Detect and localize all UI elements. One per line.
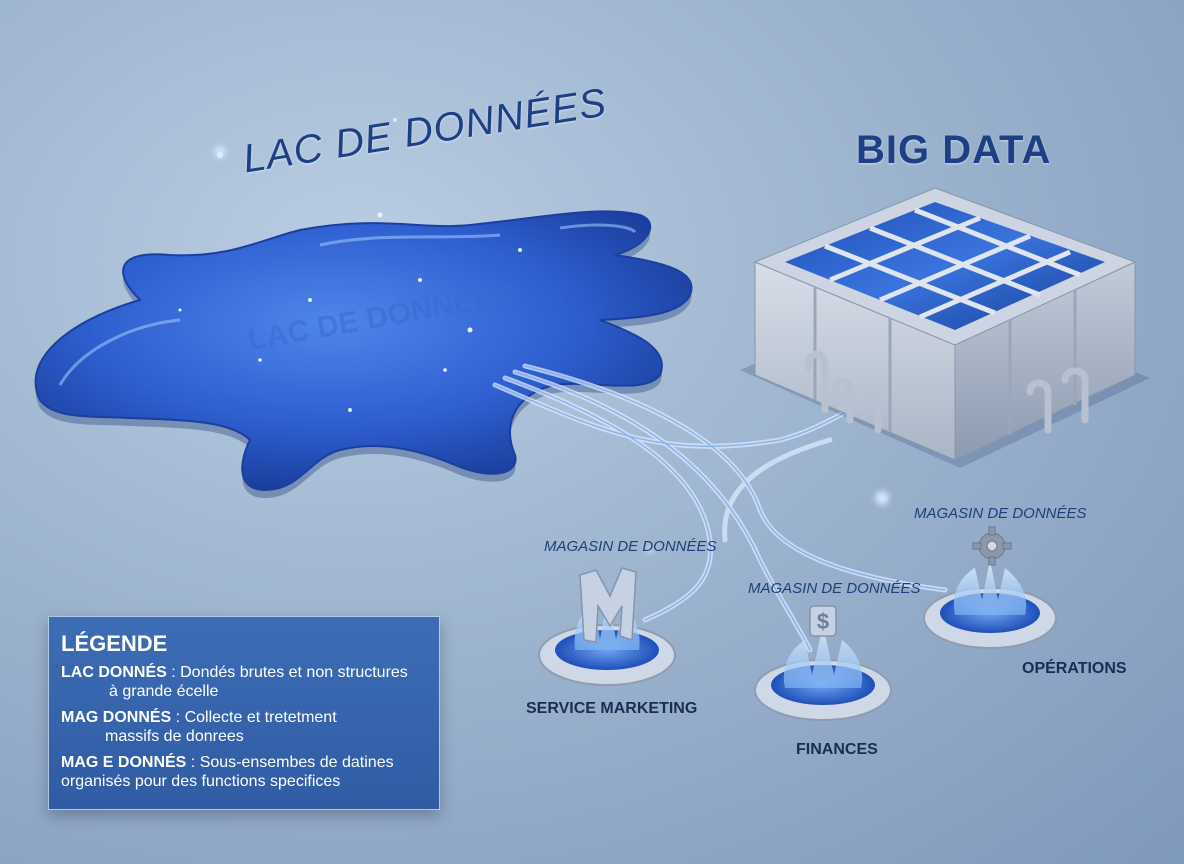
gear-icon: [972, 526, 1012, 566]
mart-finances-label: MAGASIN DE DONNÉES: [748, 580, 921, 597]
legend-desc-cont: massifs de donrees: [105, 728, 244, 745]
dept-marketing-label: SERVICE MARKETING: [526, 700, 698, 717]
data-lake: LAC DE DONNÉES: [34, 118, 693, 499]
lake-highlight: [58, 223, 637, 386]
legend-item-collect: MAG DONNÉS : Collecte et tretetment mass…: [61, 708, 427, 746]
legend-sep: :: [186, 754, 200, 771]
lake-surface: [34, 210, 693, 492]
pipe-to-tank-core: [494, 384, 851, 448]
mart-marketing: [538, 567, 676, 686]
pipe-to-marketing-core: [504, 377, 712, 621]
legend-sep: :: [166, 664, 181, 681]
tank-outlet-pipes: [804, 350, 1089, 434]
tank-water: [785, 202, 1105, 330]
legend-term: LAC DONNÉS: [61, 664, 167, 681]
mart-operations-label: MAGASIN DE DONNÉES: [914, 505, 1087, 522]
pipe-tank-to-mart: [722, 437, 833, 543]
big-data-tank: [740, 187, 1150, 468]
mart-operations-fountain: [953, 560, 1027, 615]
legend-sep: :: [171, 709, 185, 726]
mart-finances-fountain: [783, 625, 863, 688]
tank-grid-bars: [824, 207, 1081, 320]
legend-desc-cont: à grande écelle: [109, 683, 219, 700]
big-data-title: BIG DATA: [856, 128, 1052, 172]
tank-front-ribs: [813, 287, 1077, 435]
legend-desc: Collecte et tretetment: [184, 709, 337, 726]
pipe-to-marketing: [502, 375, 714, 623]
pipe-to-operations-core: [524, 365, 946, 591]
svg-text:$: $: [817, 609, 829, 634]
legend-item-lake: LAC DONNÉS : Dondés brutes et non struct…: [61, 663, 427, 701]
legend-term: MAG DONNÉS: [61, 709, 172, 726]
legend-box: LÉGENDE LAC DONNÉS : Dondés brutes et no…: [48, 616, 440, 810]
legend-title: LÉGENDE: [61, 631, 168, 656]
m-letter-icon: [579, 567, 637, 643]
mart-finances: $: [754, 605, 892, 721]
mart-operations: [923, 526, 1057, 649]
legend-item-mart: MAG E DONNÉS : Sous-ensembes de datines …: [61, 753, 427, 791]
legend-term: MAG E DONNÉS: [61, 754, 187, 771]
lake-sparkles: [178, 118, 522, 412]
dept-finances-label: FINANCES: [796, 741, 878, 758]
mart-marketing-label: MAGASIN DE DONNÉES: [544, 538, 717, 555]
legend-desc: Sous-ensembes de datines: [199, 754, 394, 771]
dept-operations-label: OPÉRATIONS: [1022, 660, 1127, 677]
pipe-to-finances-core: [514, 371, 811, 651]
ambient-glow: [214, 146, 889, 554]
legend-desc: Dondés brutes et non structures: [180, 664, 408, 681]
dollar-icon: $: [809, 605, 837, 637]
legend-desc-cont: organisés pour des functions specifices: [61, 773, 341, 790]
data-pipes: [492, 363, 948, 653]
